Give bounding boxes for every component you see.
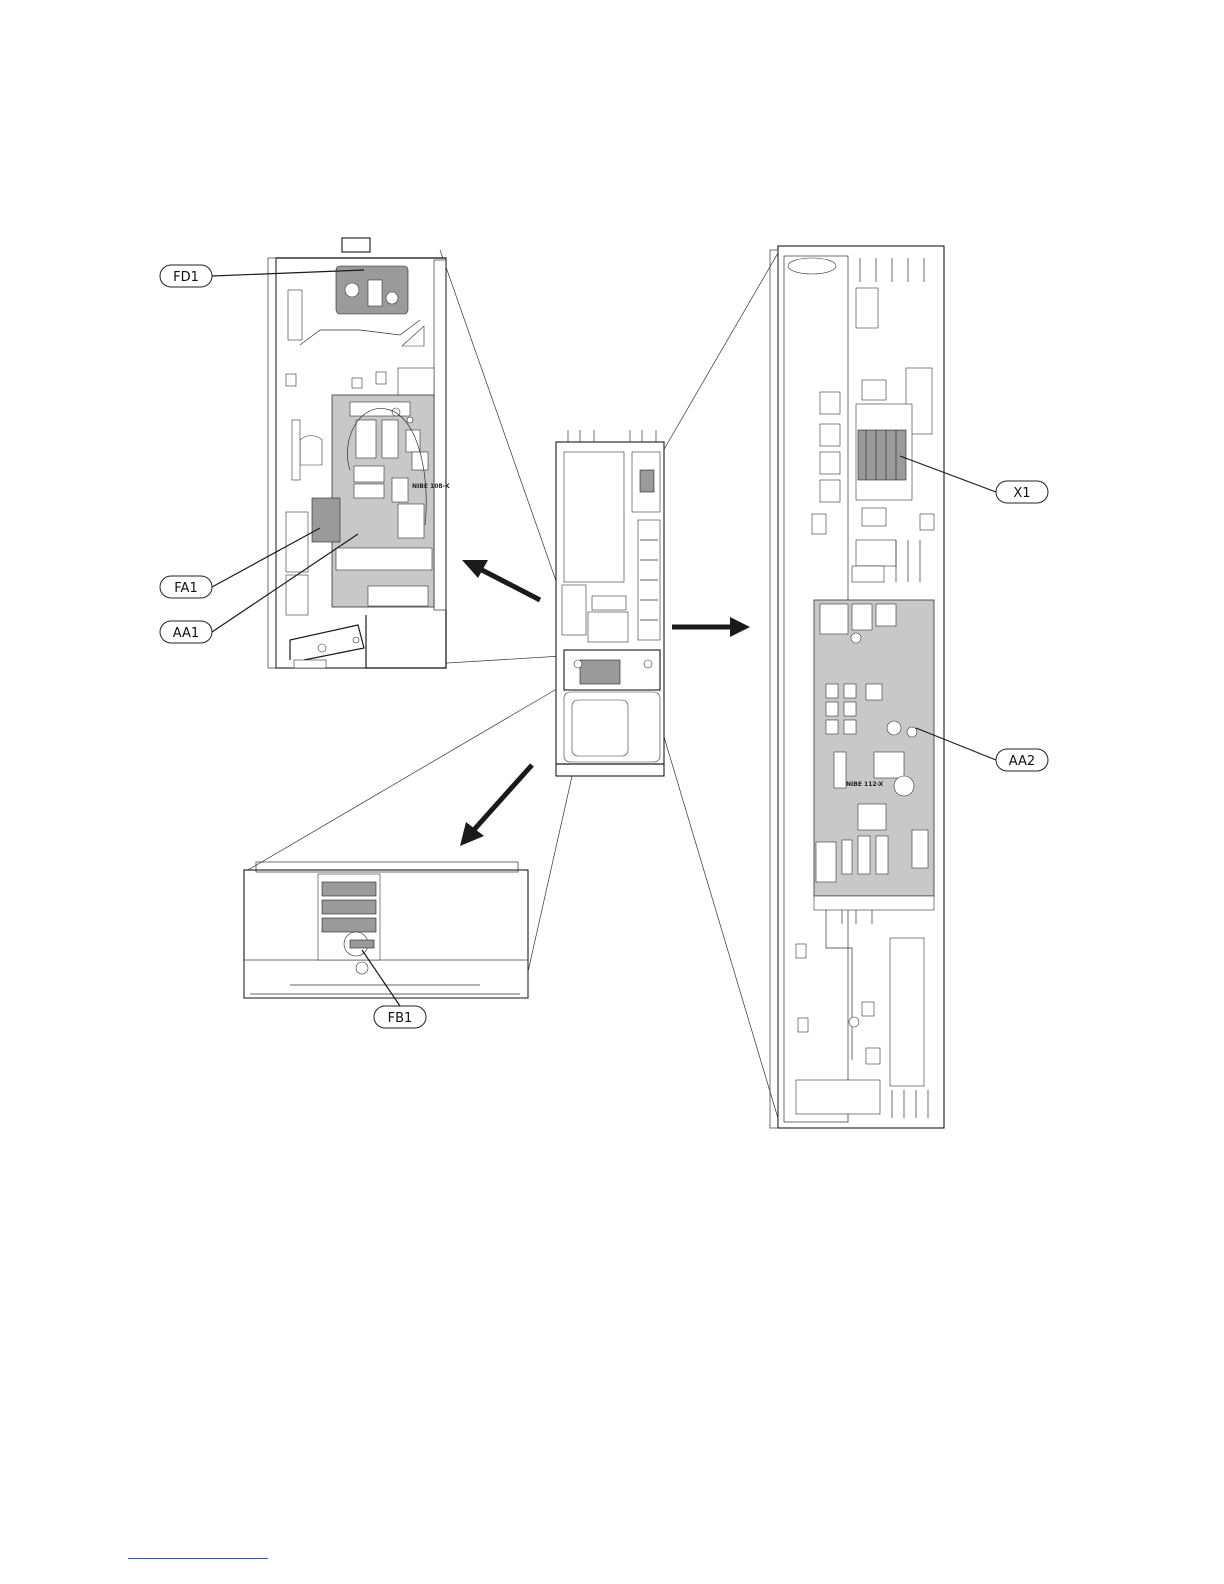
- aa1-board-label: NIBE 108-K: [412, 483, 450, 490]
- left-detail-view: NIBE 108-K: [268, 238, 450, 668]
- callout-fb1-label: FB1: [388, 1011, 413, 1026]
- callout-aa1-label: AA1: [173, 626, 199, 641]
- callout-aa2-label: AA2: [1009, 754, 1035, 769]
- aa2-board-label: NIBE 112-X: [846, 781, 884, 788]
- callout-fa1-label: FA1: [174, 581, 197, 596]
- callout-x1-label: X1: [1013, 486, 1030, 501]
- center-overview-unit: [556, 430, 664, 776]
- bottom-detail-view: [244, 862, 528, 998]
- callout-fd1-label: FD1: [173, 270, 199, 285]
- right-detail-view: NIBE 112-X: [770, 246, 944, 1128]
- footer-rule: [128, 1558, 268, 1559]
